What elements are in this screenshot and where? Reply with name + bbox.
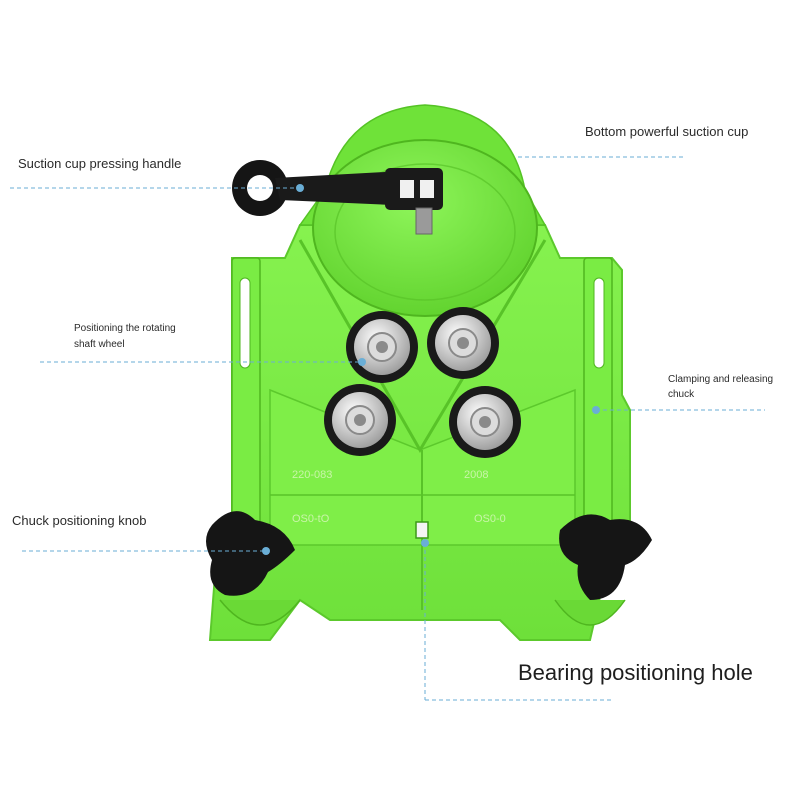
callout-dots — [262, 184, 600, 555]
label-bearing-hole: Bearing positioning hole — [518, 660, 753, 685]
body-marking-left-bottom: OS0-tO — [292, 513, 330, 525]
label-chuck-knob: Chuck positioning knob — [12, 513, 147, 528]
label-rotating-shaft-wheel-line1: Positioning the rotating — [74, 323, 176, 334]
lever-handle-icon — [232, 160, 443, 235]
label-suction-cup-handle: Suction cup pressing handle — [18, 156, 182, 171]
star-knob-icon — [206, 511, 652, 600]
body-marking-right-bottom: OS0-0 — [474, 513, 506, 525]
bearing-wheel-icon — [324, 307, 521, 458]
body-marking-right-top: 2008 — [464, 469, 488, 481]
callout-lines — [10, 156, 765, 701]
label-clamping-chuck-line2: chuck — [668, 389, 695, 400]
label-clamping-chuck-line1: Clamping and releasing — [668, 374, 774, 385]
label-rotating-shaft-wheel-line2: shaft wheel — [74, 339, 125, 350]
label-bottom-suction-cup: Bottom powerful suction cup — [585, 124, 749, 139]
body-marking-left-top: 220-083 — [292, 469, 332, 481]
label-rotating-shaft-wheel: Positioning the rotating shaft wheel — [74, 321, 214, 353]
label-clamping-chuck: Clamping and releasing chuck — [668, 372, 788, 402]
